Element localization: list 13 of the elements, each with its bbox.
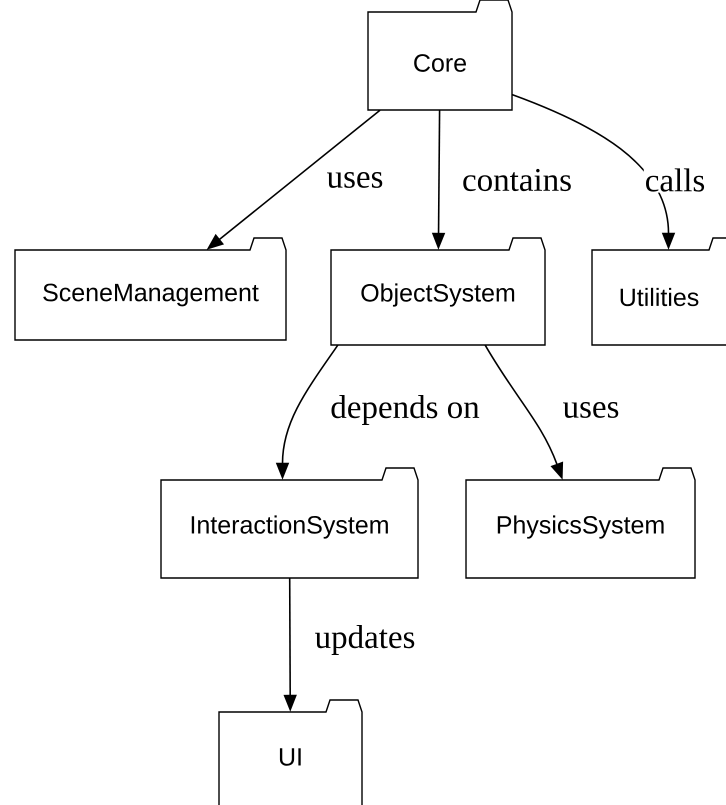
folder-node: PhysicsSystem	[465, 467, 696, 579]
edge-label: contains	[461, 168, 573, 192]
edge-label: depends on	[329, 394, 481, 426]
folder-node: InteractionSystem	[160, 467, 419, 579]
folder-node: Utilities	[591, 237, 726, 346]
edge-label: uses	[562, 401, 620, 419]
folder-node: Core	[367, 0, 513, 111]
edge-label: updates	[314, 624, 416, 656]
edge-label: calls	[644, 167, 706, 193]
folder-node: ObjectSystem	[330, 237, 546, 346]
folder-node: SceneManagement	[14, 237, 287, 341]
folder-node: UI	[218, 699, 363, 805]
edge-label: uses	[326, 171, 384, 189]
